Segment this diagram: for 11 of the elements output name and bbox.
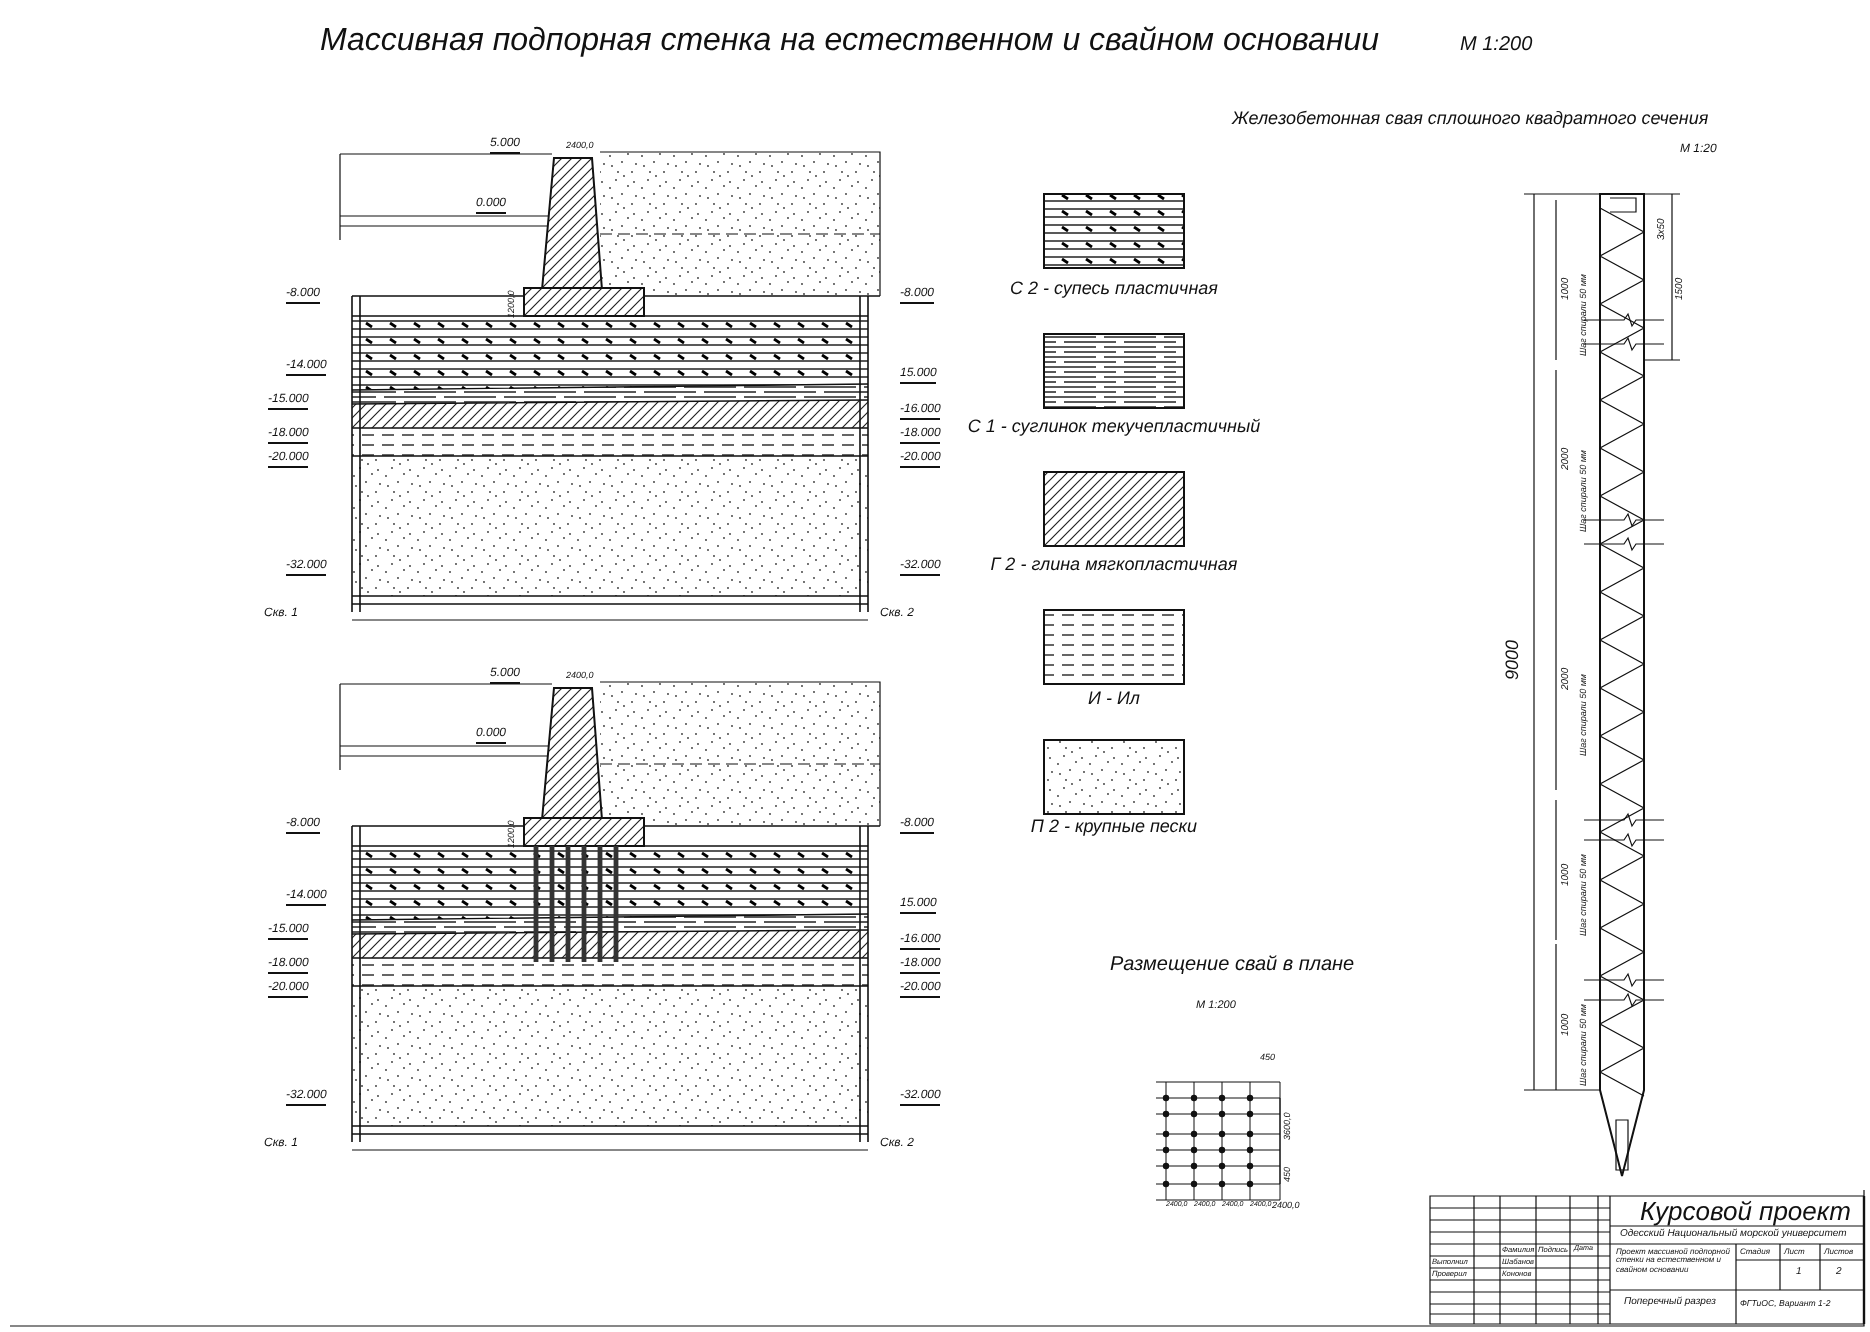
heading: Железобетонная свая сплошного квадратного сечения <box>1232 110 1709 130</box>
heading: Размещение свай в плане <box>1110 954 1355 976</box>
legend-label: Г 2 - глина мягкопластичная <box>990 556 1238 576</box>
scale-label: М 1:200 <box>1460 34 1533 56</box>
dimension-label: 9000 <box>1504 639 1524 680</box>
title: Массивная подпорная стенка на естественном и свайном основании <box>320 24 1380 60</box>
legend-label: П 2 - крупные пески <box>1030 818 1198 838</box>
legend-label: С 2 - супесь пластичная <box>1010 280 1218 300</box>
legend-label: С 1 - суглинок текучепластичный <box>967 418 1261 438</box>
legend-label: И - Ил <box>1088 690 1140 710</box>
heading: Курсовой проект <box>1640 1198 1852 1227</box>
